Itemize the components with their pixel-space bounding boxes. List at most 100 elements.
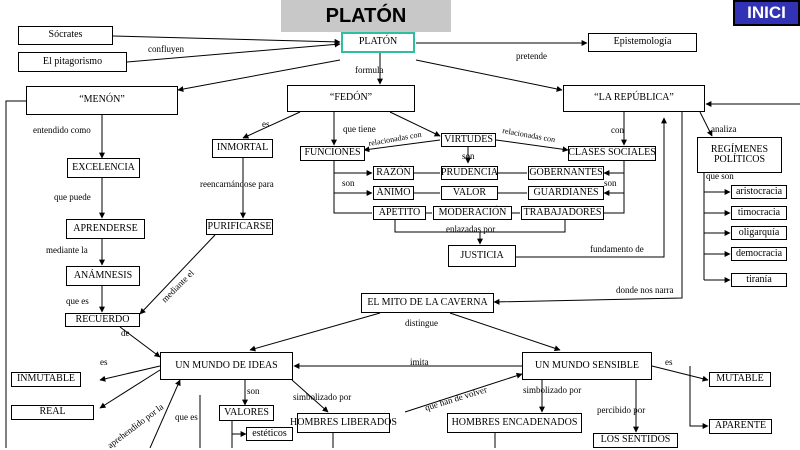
node-anamnesis[interactable]: ANÁMNESIS xyxy=(66,266,140,286)
link-fedon-virtudes xyxy=(389,111,441,137)
node-mito-caverna[interactable]: EL MITO DE LA CAVERNA xyxy=(361,293,494,313)
label-es-inmortal: es xyxy=(262,119,270,129)
node-funciones[interactable]: FUNCIONES xyxy=(300,146,365,161)
node-epistemologia[interactable]: Epistemología xyxy=(588,33,697,52)
node-pitagorismo[interactable]: El pitagorismo xyxy=(18,52,127,72)
node-inmutable[interactable]: INMUTABLE xyxy=(11,372,81,387)
node-fedon[interactable]: “FEDÓN” xyxy=(287,85,415,112)
link-sensible-aparente xyxy=(689,366,709,429)
node-gobernantes[interactable]: GOBERNANTES xyxy=(528,166,604,180)
link-recuerdo-mundo-ideas xyxy=(119,326,161,358)
node-valor[interactable]: VALOR xyxy=(441,186,498,200)
label-percibido-por: percibido por xyxy=(597,405,646,415)
link-fedon-inmortal xyxy=(242,111,301,139)
label-imita: imita xyxy=(410,357,429,367)
link-republica-regimenes xyxy=(699,111,713,137)
label-que-es: que es xyxy=(66,296,89,306)
node-recuerdo[interactable]: RECUERDO xyxy=(65,313,140,327)
label-distingue: distingue xyxy=(405,318,438,328)
node-esteticos[interactable]: estéticos xyxy=(246,427,293,441)
link-menon-left xyxy=(5,100,26,448)
node-clases-sociales[interactable]: CLASES SOCIALES xyxy=(568,146,656,161)
link-liberados-sensible xyxy=(404,372,523,413)
node-virtudes[interactable]: VIRTUDES xyxy=(441,133,496,147)
node-justicia[interactable]: JUSTICIA xyxy=(448,245,516,267)
link-ideas-inmutable xyxy=(99,365,161,382)
node-trabajadores[interactable]: TRABAJADORES xyxy=(521,206,604,220)
link-virtudes-clases xyxy=(495,139,569,153)
node-real[interactable]: REAL xyxy=(11,405,94,420)
label-donde-nos-narra: donde nos narra xyxy=(616,285,674,295)
link-funciones-bracket xyxy=(333,161,372,214)
node-valores[interactable]: VALORES xyxy=(219,405,274,421)
node-aristocracia[interactable]: aristocracia xyxy=(731,185,787,199)
label-enlazadas-por: enlazadas por xyxy=(446,224,496,234)
link-platon-republica xyxy=(415,59,563,92)
node-republica[interactable]: “LA REPÚBLICA” xyxy=(563,85,705,112)
node-hombres-encadenados[interactable]: HOMBRES ENCADENADOS xyxy=(447,413,582,433)
node-aparente[interactable]: APARENTE xyxy=(709,419,772,434)
node-regimenes[interactable]: REGÍMENES POLÍTICOS xyxy=(697,137,782,173)
link-platon-menon xyxy=(177,59,341,92)
node-purificarse[interactable]: PURIFICARSE xyxy=(206,219,273,235)
node-animo[interactable]: ÁNIMO xyxy=(373,186,414,200)
label-es-ideas: es xyxy=(100,357,108,367)
link-virtudes-funciones xyxy=(363,139,441,153)
link-republica-mito xyxy=(493,112,683,305)
label-que-son: que son xyxy=(706,171,734,181)
link-purificarse-recuerdo xyxy=(139,234,216,315)
link-mito-ideas xyxy=(249,312,381,352)
label-entendido-como: entendido como xyxy=(33,125,91,135)
node-timocracia[interactable]: timocracia xyxy=(731,206,787,220)
node-platon[interactable]: PLATÓN xyxy=(341,32,415,53)
label-con: con xyxy=(611,125,624,135)
inici-button[interactable]: INICI xyxy=(733,0,800,26)
node-tirania[interactable]: tiranía xyxy=(731,273,787,287)
node-inmortal[interactable]: INMORTAL xyxy=(212,139,273,158)
label-que-puede: que puede xyxy=(54,192,91,202)
label-son-virtudes: son xyxy=(462,151,475,161)
node-prudencia[interactable]: PRUDENCIA xyxy=(441,166,498,180)
node-mundo-sensible[interactable]: UN MUNDO SENSIBLE xyxy=(522,352,652,380)
node-hombres-liberados[interactable]: HOMBRES LIBERADOS xyxy=(290,413,397,433)
node-los-sentidos[interactable]: LOS SENTIDOS xyxy=(593,433,678,448)
link-socrates-platon xyxy=(112,35,341,45)
page-title: PLATÓN xyxy=(281,0,451,32)
label-simbolizado-1: simbolizado por xyxy=(293,392,352,402)
link-pitagorismo-platon xyxy=(126,41,341,63)
label-que-tiene: que tiene xyxy=(343,124,376,134)
label-de: de xyxy=(121,328,130,338)
label-son-clases: son xyxy=(604,178,617,188)
node-socrates[interactable]: Sócrates xyxy=(18,26,113,45)
link-aprehendido xyxy=(149,379,181,448)
node-democracia[interactable]: democracia xyxy=(731,247,787,261)
link-mito-sensible xyxy=(449,312,561,352)
link-sensible-mutable xyxy=(651,365,709,382)
link-ideas-real xyxy=(99,369,161,409)
link-clases-bracket xyxy=(604,161,625,214)
link-ideas-liberados xyxy=(291,379,329,413)
node-mundo-ideas[interactable]: UN MUNDO DE IDEAS xyxy=(160,352,293,380)
label-que-es-2: que es xyxy=(175,412,198,422)
label-son-funciones: son xyxy=(342,178,355,188)
node-aprenderse[interactable]: APRENDERSE xyxy=(66,219,145,239)
label-reencarnandose: reencarnándose para xyxy=(200,179,274,189)
label-confluyen: confluyen xyxy=(148,44,184,54)
node-excelencia[interactable]: EXCELENCIA xyxy=(67,158,140,178)
label-fundamento-de: fundamento de xyxy=(590,244,644,254)
node-razon[interactable]: RAZÓN xyxy=(373,166,414,180)
node-moderacion[interactable]: MODERACIÓN xyxy=(433,206,512,220)
node-menon[interactable]: “MENÓN” xyxy=(26,86,178,115)
label-formula: formula xyxy=(355,65,384,75)
label-pretende: pretende xyxy=(516,51,547,61)
label-son-valores: son xyxy=(247,386,260,396)
link-justicia-republica xyxy=(516,117,667,258)
node-oligarquia[interactable]: oligarquía xyxy=(731,226,787,240)
label-es-sensible: es xyxy=(665,357,673,367)
label-analiza: analiza xyxy=(711,124,737,134)
label-simbolizado-2: simbolizado por xyxy=(523,385,582,395)
node-apetito[interactable]: APETITO xyxy=(373,206,426,220)
node-mutable[interactable]: MUTABLE xyxy=(709,372,771,387)
node-guardianes[interactable]: GUARDIANES xyxy=(528,186,604,200)
